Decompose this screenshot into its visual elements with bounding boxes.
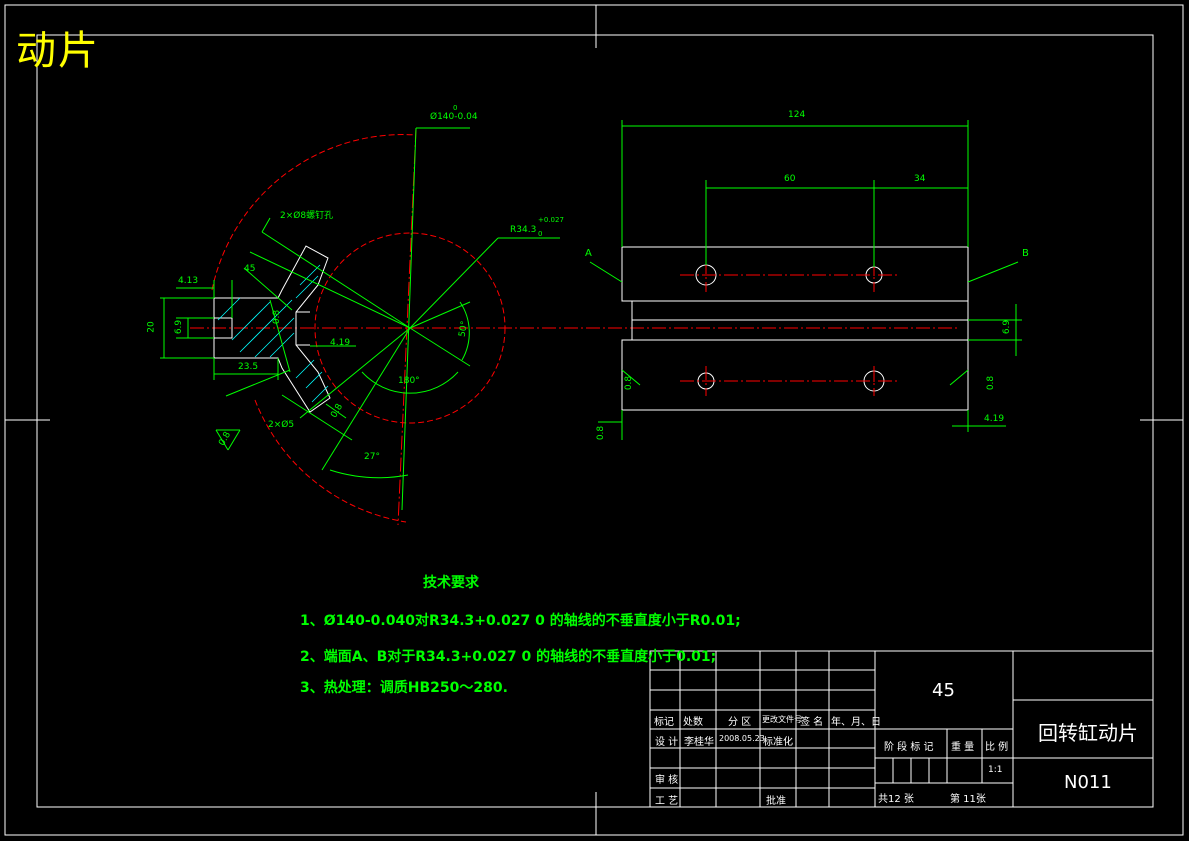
front-view bbox=[160, 127, 960, 526]
sheet-number: 第 11张 bbox=[950, 794, 986, 805]
label-b: B bbox=[1022, 248, 1029, 259]
dim-69: 6.9 bbox=[174, 319, 185, 335]
dim-34: 34 bbox=[914, 174, 926, 184]
header-fenqu: 分 区 bbox=[728, 717, 752, 728]
header-riqi: 年、月、日 bbox=[831, 717, 881, 728]
dim-ang27: 27° bbox=[364, 452, 380, 462]
dim-r343-sub: 0 bbox=[538, 230, 543, 238]
row-gongyi: 工 艺 bbox=[655, 796, 679, 807]
dim-235: 23.5 bbox=[238, 362, 259, 372]
tech-req-line1: 1、Ø140-0.040对R34.3+0.027 0 的轴线的不垂直度小于R0.… bbox=[300, 613, 741, 629]
designer: 李桂华 bbox=[684, 737, 714, 748]
dim-08r1: 0.8 bbox=[624, 375, 635, 391]
dim-60: 60 bbox=[784, 174, 796, 184]
row-pizhun: 批准 bbox=[766, 796, 786, 807]
header-biaoji: 标记 bbox=[654, 717, 674, 728]
dim-r343-sup: +0.027 bbox=[538, 216, 564, 224]
label-a: A bbox=[585, 248, 592, 259]
header-zhongliang: 重 量 bbox=[951, 742, 975, 753]
header-jieduan: 阶 段 标 记 bbox=[884, 742, 934, 753]
header-qianming: 签 名 bbox=[800, 717, 824, 728]
drawing-frame bbox=[4, 4, 1184, 836]
row-biaozhunhua: 标准化 bbox=[763, 737, 793, 748]
dim-69r: 6.9 bbox=[1002, 319, 1013, 335]
side-view bbox=[589, 120, 1022, 440]
design-date: 2008.05.23 bbox=[719, 734, 765, 743]
header-gengai: 更改文件号 bbox=[762, 715, 802, 724]
dim-hole-note: 2×Ø8螺钉孔 bbox=[280, 211, 334, 221]
part-name: 回转缸动片 bbox=[1038, 721, 1138, 745]
tech-req-line2: 2、端面A、B对于R34.3+0.027 0 的轴线的不垂直度小于0.01; bbox=[300, 649, 717, 665]
dim-dia140: Ø140-0.04 bbox=[430, 112, 478, 122]
tech-req-line3: 3、热处理：调质HB250～280. bbox=[300, 680, 508, 696]
scale-value: 1:1 bbox=[988, 765, 1003, 775]
dim-08r2: 0.8 bbox=[986, 375, 997, 391]
corner-title: 动片 bbox=[16, 28, 100, 74]
dim-ang180: 180° bbox=[398, 376, 420, 386]
dim-2x65: 2×Ø5 bbox=[268, 420, 295, 430]
sheet-total: 共12 张 bbox=[878, 794, 914, 805]
drawing-number: N011 bbox=[1064, 772, 1112, 793]
dim-dia140-sup: 0 bbox=[453, 104, 458, 112]
dim-419: 4.19 bbox=[330, 338, 351, 348]
material: 45 bbox=[932, 680, 955, 701]
dim-124: 124 bbox=[788, 110, 806, 120]
header-bili: 比 例 bbox=[985, 742, 1009, 753]
dim-chamfer-45: 45 bbox=[244, 264, 256, 274]
row-sheji: 设 计 bbox=[655, 737, 679, 748]
dim-08r3: 0.8 bbox=[596, 425, 607, 441]
dim-r343: R34.3 bbox=[510, 225, 537, 235]
dim-20: 20 bbox=[146, 321, 157, 333]
header-chushu: 处数 bbox=[683, 717, 703, 728]
dim-08a: 0.8 bbox=[272, 309, 283, 325]
dim-419r: 4.19 bbox=[984, 414, 1005, 424]
title-block bbox=[649, 650, 1154, 808]
dim-413: 4.13 bbox=[178, 276, 199, 286]
tech-req-title: 技术要求 bbox=[423, 575, 479, 591]
row-shenhe: 审 核 bbox=[655, 775, 679, 786]
